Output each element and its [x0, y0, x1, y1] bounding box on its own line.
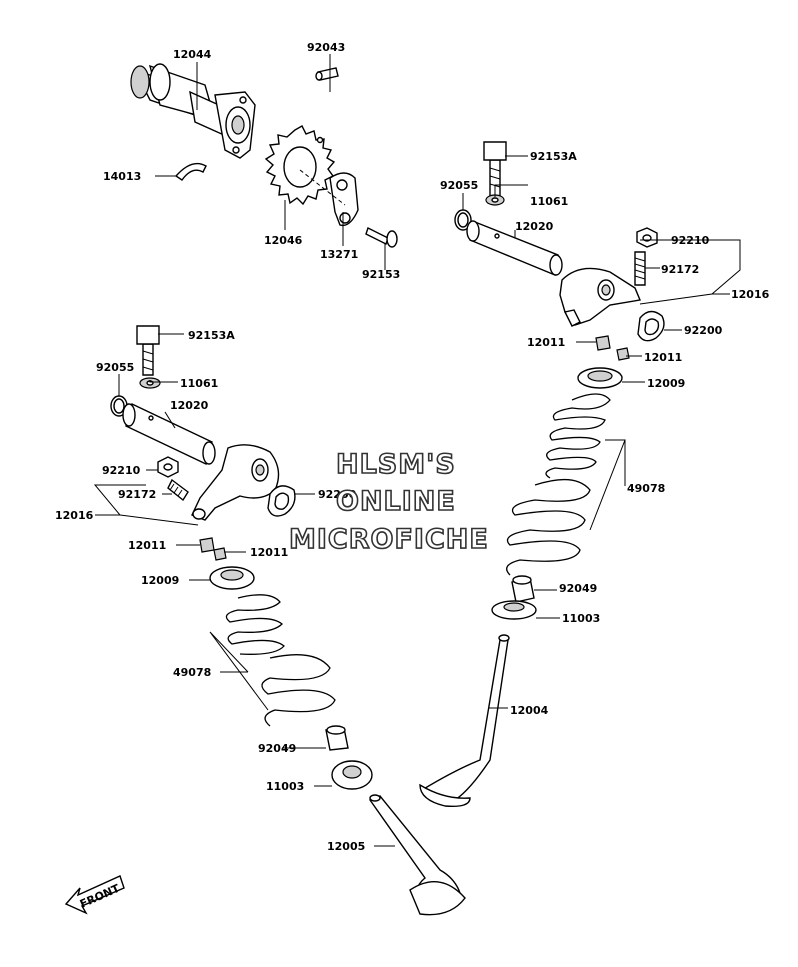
watermark-line-1: HLSM'S — [336, 449, 456, 480]
rocker-arm-12016-right[interactable] — [559, 267, 641, 327]
label-right-11003: 11003 — [562, 612, 600, 625]
cam-sprocket[interactable] — [264, 125, 336, 206]
label-left-92172: 92172 — [118, 488, 156, 501]
label-left-12005: 12005 — [327, 840, 365, 853]
spring-49078-right[interactable] — [506, 393, 611, 576]
o-ring-92055-right[interactable] — [454, 209, 472, 231]
label-right-92153A: 92153A — [530, 150, 577, 163]
label-right-12004: 12004 — [510, 704, 549, 717]
bolt-92153[interactable] — [365, 227, 398, 248]
label-left-12016: 12016 — [55, 509, 94, 522]
label-right-92049: 92049 — [559, 582, 597, 595]
label-right-92172: 92172 — [661, 263, 699, 276]
label-right-92055: 92055 — [440, 179, 478, 192]
label-left-49078: 49078 — [173, 666, 211, 679]
label-92153: 92153 — [362, 268, 400, 281]
label-right-12020: 12020 — [515, 220, 554, 233]
label-left-11061: 11061 — [180, 377, 218, 390]
valve-12005[interactable] — [368, 794, 466, 916]
retainer-12009-right[interactable] — [577, 367, 623, 389]
front-arrow-icon: FRONT — [64, 875, 125, 915]
label-left-12009: 12009 — [141, 574, 179, 587]
label-92043: 92043 — [307, 41, 345, 54]
seal-92049-right[interactable] — [511, 575, 535, 603]
valve-12004[interactable] — [419, 634, 510, 808]
label-left-92210: 92210 — [102, 464, 141, 477]
bolt-92153A-left[interactable] — [136, 325, 160, 376]
label-left-92049: 92049 — [258, 742, 296, 755]
label-left-92055: 92055 — [96, 361, 134, 374]
rocker-shaft-12020-right[interactable] — [466, 220, 563, 276]
label-13271: 13271 — [320, 248, 358, 261]
retainer-12009-left[interactable] — [209, 566, 255, 590]
seat-11003-right[interactable] — [491, 600, 537, 620]
gasket-92200-right[interactable] — [637, 310, 665, 342]
label-right-12009: 12009 — [647, 377, 685, 390]
watermark-line-2: ONLINE — [336, 486, 456, 517]
washer-11061-left[interactable] — [139, 377, 161, 389]
rocker-shaft-12020-left[interactable] — [122, 403, 216, 465]
label-right-12011-b: 12011 — [644, 351, 682, 364]
label-left-92200: 92200 — [318, 488, 357, 501]
label-left-92153A: 92153A — [188, 329, 235, 342]
label-right-11061: 11061 — [530, 195, 568, 208]
label-14013: 14013 — [103, 170, 141, 183]
seat-11003-left[interactable] — [331, 760, 373, 790]
camshaft[interactable] — [130, 63, 256, 159]
adjuster-92172-left[interactable] — [167, 478, 189, 502]
spring-49078-left[interactable] — [225, 594, 336, 727]
label-right-12011-a: 12011 — [527, 336, 565, 349]
label-12046: 12046 — [264, 234, 303, 247]
adjuster-92172-right[interactable] — [634, 251, 646, 286]
watermark-line-3: MICROFICHE — [289, 524, 489, 555]
label-right-92210: 92210 — [671, 234, 710, 247]
label-right-92200: 92200 — [684, 324, 723, 337]
label-left-12011-b: 12011 — [250, 546, 288, 559]
label-right-49078: 49078 — [627, 482, 665, 495]
rocker-arm-12016-left[interactable] — [191, 444, 280, 521]
label-left-12020: 12020 — [170, 399, 209, 412]
nut-92210-left[interactable] — [157, 456, 179, 478]
collet-12011-right[interactable] — [595, 335, 630, 361]
seal-92049-left[interactable] — [325, 725, 349, 751]
label-left-12011-a: 12011 — [128, 539, 166, 552]
circlip[interactable] — [174, 162, 207, 181]
label-12044: 12044 — [173, 48, 212, 61]
collet-12011-left[interactable] — [199, 537, 227, 561]
label-left-11003: 11003 — [266, 780, 304, 793]
gasket-92200-left[interactable] — [267, 485, 296, 517]
label-right-12016: 12016 — [731, 288, 770, 301]
breather-plate[interactable] — [329, 172, 359, 227]
nut-92210-right[interactable] — [636, 227, 658, 248]
dowel-pin[interactable] — [315, 67, 339, 81]
